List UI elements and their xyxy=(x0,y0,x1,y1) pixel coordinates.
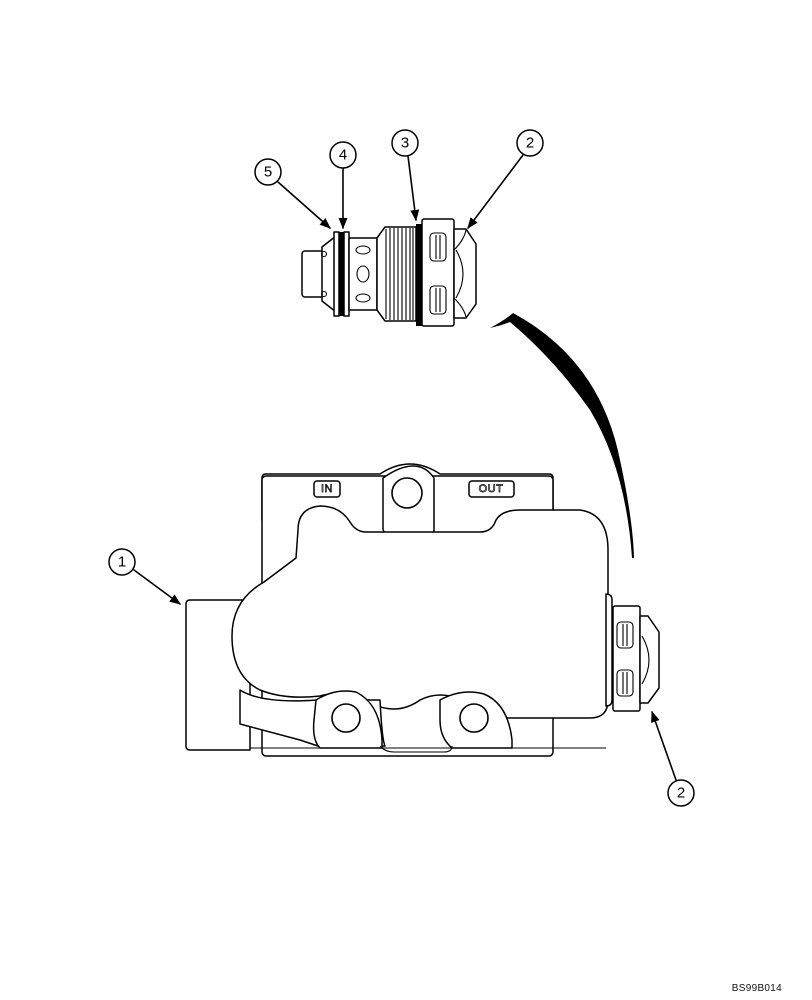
callout-2a-leader xyxy=(467,154,524,229)
callout-2b-leader xyxy=(651,710,677,781)
svg-text:5: 5 xyxy=(264,164,272,181)
callout-1-leader xyxy=(133,569,181,605)
callout-1: 1 xyxy=(108,548,136,576)
svg-text:4: 4 xyxy=(339,147,347,164)
callout-3: 3 xyxy=(391,129,419,157)
out-port-label-box xyxy=(468,480,515,498)
valve-body: IN OUT xyxy=(185,463,609,757)
callout-5-leader xyxy=(277,181,331,229)
install-arrow xyxy=(490,313,634,558)
in-port-label: IN xyxy=(321,483,333,495)
in-port-label-box xyxy=(313,480,341,498)
callout-3-leader xyxy=(407,155,420,222)
callout-2-upper: 2 xyxy=(516,129,544,157)
svg-text:2: 2 xyxy=(677,785,685,802)
out-port-label: OUT xyxy=(479,483,504,495)
cartridge-exploded xyxy=(301,218,477,327)
callout-5: 5 xyxy=(254,158,282,186)
callout-2-lower: 2 xyxy=(667,779,695,807)
figure-id: BS99B014 xyxy=(731,983,782,994)
svg-text:1: 1 xyxy=(118,554,126,571)
svg-text:2: 2 xyxy=(526,135,534,152)
svg-text:3: 3 xyxy=(401,135,409,152)
callout-4: 4 xyxy=(329,141,357,169)
cartridge-installed xyxy=(605,593,660,712)
